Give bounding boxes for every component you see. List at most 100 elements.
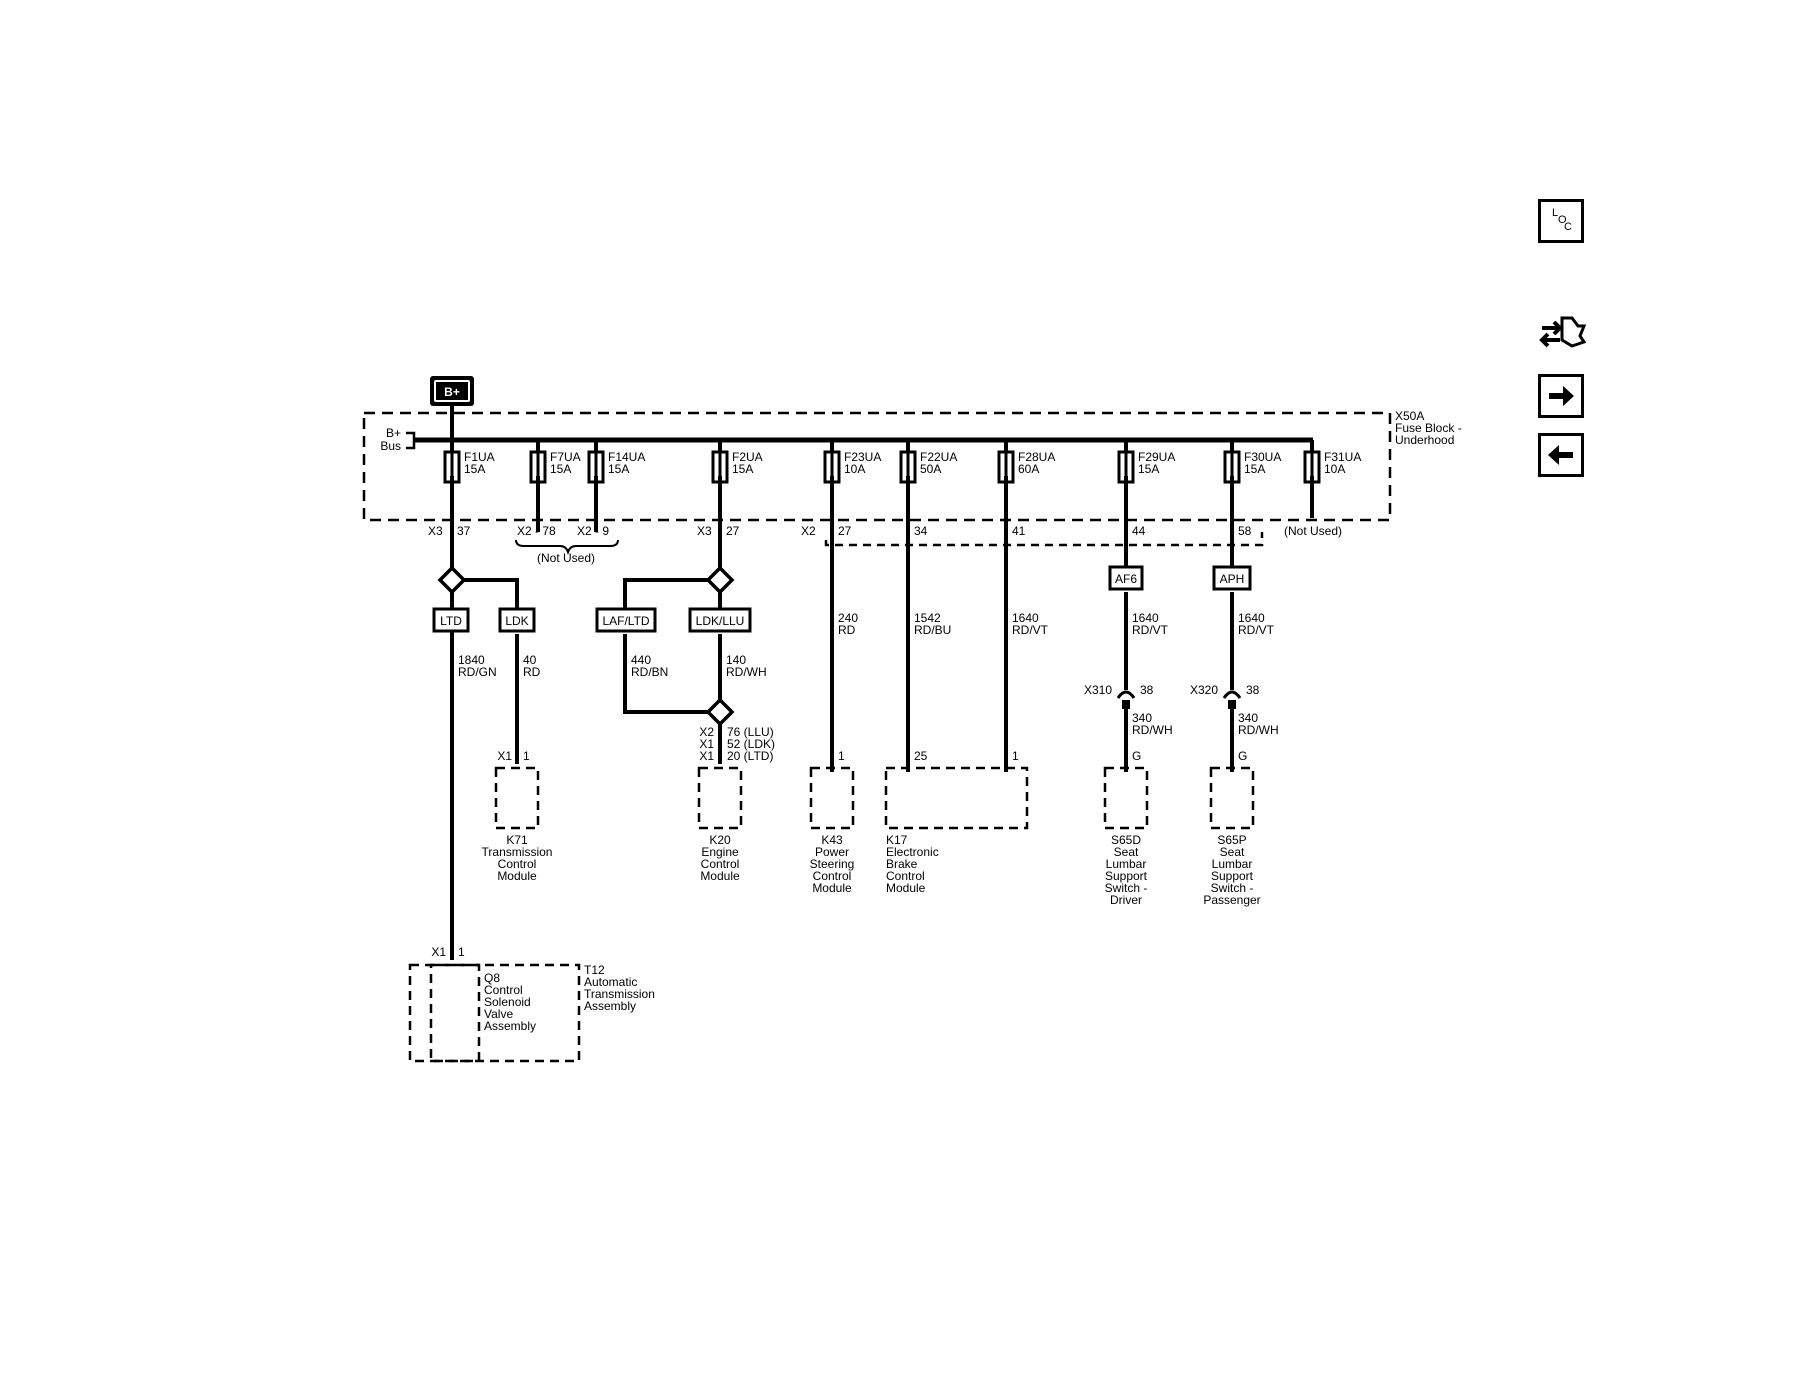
connector-icon: [1539, 316, 1587, 348]
svg-text:X3: X3: [428, 524, 443, 538]
fuse-rating: 15A: [1138, 462, 1159, 476]
s65p-label-line: Passenger: [1203, 893, 1260, 907]
t12-label-line: Assembly: [584, 999, 636, 1013]
k43-label-line: Steering: [810, 857, 855, 871]
loc-icon: L O C: [1552, 207, 1572, 233]
svg-text:20 (LTD): 20 (LTD): [727, 749, 773, 763]
wire-paths: [450, 476, 1314, 960]
option-ldk: LDK: [498, 607, 536, 633]
s65d-label-line: S65D: [1111, 833, 1141, 847]
previous-button[interactable]: [1538, 433, 1584, 477]
fuse-block: B+ Bus X50A Fuse Block - Underhood: [362, 409, 1462, 522]
svg-text:X320: X320: [1190, 683, 1218, 697]
svg-text:RD: RD: [838, 623, 856, 637]
k71-label-line: Transmission: [482, 845, 553, 859]
s65d-label-line: Seat: [1114, 845, 1139, 859]
svg-text:X1: X1: [699, 749, 714, 763]
loc-button[interactable]: L O C: [1538, 199, 1584, 243]
splice-list: [437, 565, 735, 727]
svg-text:1: 1: [523, 749, 530, 763]
k17-label-line: Electronic: [886, 845, 939, 859]
svg-text:44: 44: [1132, 524, 1146, 538]
t12-box: [408, 963, 581, 1063]
svg-text:RD/BU: RD/BU: [914, 623, 951, 637]
svg-text:X2: X2: [801, 524, 816, 538]
s65p-label-line: S65P: [1217, 833, 1246, 847]
splice-k20: [705, 697, 735, 727]
t12-label-line: Automatic: [584, 975, 637, 989]
svg-text:LTD: LTD: [440, 614, 462, 628]
svg-text:440: 440: [631, 653, 651, 667]
splice-f2: [705, 565, 735, 595]
inline-labels: X310 38 X320 38: [1084, 683, 1260, 697]
option-ltd: LTD: [432, 607, 470, 633]
fuse-rating: 50A: [920, 462, 941, 476]
s65p-label-line: Support: [1211, 869, 1254, 883]
k20-box: [697, 766, 743, 830]
svg-text:40: 40: [523, 653, 537, 667]
svg-text:LDK/LLU: LDK/LLU: [696, 614, 745, 628]
fuse-rating: 15A: [550, 462, 571, 476]
fuse-block-name: Fuse Block -: [1395, 421, 1462, 435]
fuse-name: F7UA: [550, 450, 581, 464]
svg-text:34: 34: [914, 524, 928, 538]
svg-text:LDK: LDK: [505, 614, 528, 628]
k43-label-line: Power: [815, 845, 849, 859]
k71-label-line: K71: [506, 833, 528, 847]
module-pin-labels: X1 1 1 25 1 G G X1 1: [431, 749, 1247, 959]
svg-text:RD/BN: RD/BN: [631, 665, 668, 679]
svg-text:38: 38: [1140, 683, 1154, 697]
svg-text:1542: 1542: [914, 611, 941, 625]
k43-label-line: Module: [812, 881, 852, 895]
next-button[interactable]: [1538, 374, 1584, 418]
svg-text:1640: 1640: [1238, 611, 1265, 625]
svg-text:76 (LLU): 76 (LLU): [727, 725, 774, 739]
module-labels: K71TransmissionControlModuleK20EngineCon…: [482, 833, 1261, 1033]
k17-label-line: Brake: [886, 857, 918, 871]
svg-text:X310: X310: [1084, 683, 1112, 697]
x2-connector-bracket: [824, 532, 1264, 547]
option-ldk-llu: LDK/LLU: [688, 607, 752, 633]
q8-label-line: Assembly: [484, 1019, 536, 1033]
k17-label-line: Module: [886, 881, 926, 895]
svg-text:37: 37: [457, 524, 471, 538]
fuse-block-outline: [362, 411, 1392, 522]
k17-label-line: Control: [886, 869, 925, 883]
k17-box: [884, 766, 1029, 830]
s65d-label-line: Driver: [1110, 893, 1142, 907]
svg-text:O: O: [1558, 214, 1567, 226]
fuse-block-ref: X50A: [1395, 409, 1424, 423]
k43-label-line: Control: [813, 869, 852, 883]
s65d-label-line: Switch -: [1105, 881, 1148, 895]
fuse-rating: 15A: [608, 462, 629, 476]
splice-f1: [437, 565, 467, 595]
svg-text:1: 1: [1012, 749, 1019, 763]
svg-text:1640: 1640: [1012, 611, 1039, 625]
svg-text:1: 1: [838, 749, 845, 763]
svg-text:RD/WH: RD/WH: [1132, 723, 1173, 737]
fuse-block-name-2: Underhood: [1395, 433, 1454, 447]
k71-box: [494, 766, 540, 830]
svg-text:RD/WH: RD/WH: [1238, 723, 1279, 737]
svg-text:AF6: AF6: [1115, 572, 1137, 586]
k43-label-line: K43: [821, 833, 843, 847]
fuse-name: F22UA: [920, 450, 957, 464]
k20-label-line: Engine: [701, 845, 739, 859]
connector-button[interactable]: [1538, 314, 1588, 354]
fuse-rating: 15A: [732, 462, 753, 476]
fuse-rating: 15A: [1244, 462, 1265, 476]
not-used-brace: [515, 539, 619, 556]
svg-text:(Not Used): (Not Used): [1284, 524, 1342, 538]
bus-label-2: Bus: [380, 439, 401, 453]
arrow-right-icon: [1549, 386, 1574, 406]
pin-labels: X3 37 X2 - 78 X2 - 9 (Not Used) X3 27 X2…: [428, 524, 1342, 565]
k71-label-line: Module: [497, 869, 537, 883]
svg-text:52 (LDK): 52 (LDK): [727, 737, 775, 751]
